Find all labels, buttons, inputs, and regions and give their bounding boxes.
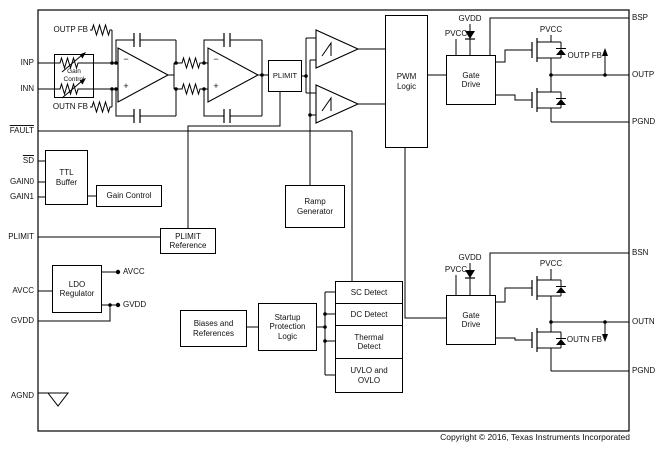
pin-pgnd-bottom: PGND: [632, 366, 656, 375]
opamp1-minus-sign: −: [123, 54, 129, 64]
copyright-text: Copyright © 2016, Texas Instruments Inco…: [440, 432, 630, 442]
ramp-symbol-icon: [321, 96, 332, 112]
ramp-symbol-icon: [321, 41, 332, 57]
pin-plimit: PLIMIT: [8, 232, 34, 241]
pin-sd: SD: [22, 156, 34, 165]
comparator-wires: [302, 37, 385, 185]
net-outn-fb-sense: OUTN FB: [566, 335, 602, 344]
net-gvdd-out: GVDD: [123, 300, 147, 309]
block-sc-detect: SC Detect: [335, 281, 403, 304]
pin-bsn: BSN: [632, 248, 649, 257]
opamp-2: [207, 47, 260, 103]
junction-dots: [108, 61, 607, 343]
opamp-1: [117, 47, 170, 103]
pin-avcc: AVCC: [12, 286, 34, 295]
pin-fault: FAULT: [9, 126, 34, 135]
mosfet-lowside-top-icon: [531, 87, 567, 113]
net-pvcc-gate-bottom: PVCC: [444, 265, 468, 274]
outp-fb-arrow-icon: [602, 48, 608, 56]
pin-inp: INP: [20, 58, 34, 67]
control-wires: [88, 195, 258, 328]
outn-fb-arrow-icon: [602, 334, 608, 342]
net-pvcc-rail-top: PVCC: [539, 25, 563, 34]
pin-gain0: GAIN0: [9, 177, 34, 186]
mosfet-highside-bottom-icon: [531, 275, 567, 301]
block-ramp-generator: Ramp Generator: [285, 185, 345, 228]
pin-gvdd: GVDD: [10, 316, 34, 325]
net-pvcc-rail-bottom: PVCC: [539, 259, 563, 268]
net-outn-fb-input: OUTN FB: [52, 102, 88, 111]
gain-adjust-arrows: [61, 52, 86, 99]
protection-bus-wires: [317, 291, 335, 376]
diagram-border: [37, 9, 630, 432]
pin-agnd: AGND: [10, 391, 34, 400]
net-gvdd-bootstrap-top: GVDD: [458, 14, 482, 23]
pin-bsp: BSP: [632, 13, 649, 22]
block-startup-protection: Startup Protection Logic: [258, 303, 317, 351]
net-gvdd-bootstrap-bottom: GVDD: [458, 253, 482, 262]
plimit-reference-wire: [187, 92, 281, 228]
block-plimit-reference: PLIMIT Reference: [160, 228, 216, 254]
block-gain-control: Gain Control: [96, 185, 162, 207]
block-ttl-buffer: TTL Buffer: [45, 150, 88, 205]
block-uvlo-ovlo: UVLO and OVLO: [335, 358, 403, 393]
block-ldo-regulator: LDO Regulator: [52, 265, 102, 313]
right-pin-wires: [489, 17, 629, 372]
pin-pgnd-top: PGND: [632, 117, 656, 126]
pin-inn: INN: [20, 84, 34, 93]
block-plimit: PLIMIT: [268, 60, 302, 92]
ground-symbol-icon: [46, 392, 70, 407]
left-pin-wires: [38, 62, 353, 394]
block-thermal-detect: Thermal Detect: [335, 325, 403, 359]
pwm-wires: [404, 74, 446, 319]
block-dc-detect: DC Detect: [335, 303, 403, 326]
net-outp-fb-input: OUTP FB: [53, 25, 88, 34]
opamp2-minus-sign: −: [213, 54, 219, 64]
opamp2-plus-sign: +: [213, 81, 219, 91]
block-input-gain-control: Gain Control: [54, 54, 94, 98]
block-gate-drive-bottom: Gate Drive: [446, 295, 496, 345]
net-outp-fb-sense: OUTP FB: [567, 51, 602, 60]
pin-outn: OUTN: [632, 317, 655, 326]
net-pvcc-gate-top: PVCC: [444, 29, 468, 38]
pin-gain1: GAIN1: [9, 192, 34, 201]
block-gate-drive-top: Gate Drive: [446, 55, 496, 105]
net-avcc-out: AVCC: [123, 267, 145, 276]
comparator-2: [315, 84, 360, 124]
comparator-1: [315, 29, 360, 69]
block-biases-references: Biases and References: [180, 310, 247, 347]
pin-outp: OUTP: [632, 70, 655, 79]
block-pwm-logic: PWM Logic: [385, 15, 428, 148]
opamp1-plus-sign: +: [123, 81, 129, 91]
